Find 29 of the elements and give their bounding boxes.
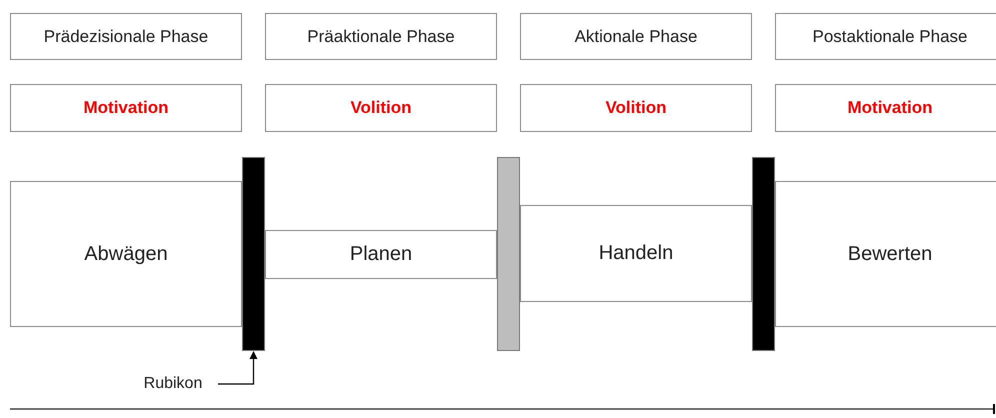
activity-label: Bewerten <box>848 242 932 266</box>
phase-type-label: Motivation <box>848 98 932 118</box>
activity-box <box>265 230 497 279</box>
phase-type-label: Volition <box>350 98 412 118</box>
phase-box <box>10 13 242 60</box>
phase-box <box>775 13 996 60</box>
motivation-box <box>10 84 242 132</box>
phase-type-label: Motivation <box>84 98 168 118</box>
volition-box <box>520 84 752 132</box>
phase-box <box>265 13 497 60</box>
activity-label: Planen <box>350 243 412 266</box>
activity-box <box>520 205 752 302</box>
activity-box <box>775 181 996 327</box>
transition-bar <box>242 157 265 351</box>
volition-box <box>265 84 497 132</box>
phase-title: Prädezisionale Phase <box>44 26 208 46</box>
activity-label: Handeln <box>598 242 674 265</box>
transition-bar <box>497 157 520 351</box>
phase-box <box>520 13 752 60</box>
phase-title: Präaktionale Phase <box>307 26 455 46</box>
activity-label: Abwägen <box>84 242 168 266</box>
rubikon-label: Rubikon <box>144 375 202 393</box>
leader-arrow <box>218 351 258 385</box>
phase-type-label: Volition <box>605 98 667 118</box>
activity-box <box>10 181 242 327</box>
motivation-box <box>775 84 996 132</box>
phase-title: Postaktionale Phase <box>812 26 968 46</box>
phase-title: Aktionale Phase <box>574 26 698 46</box>
transition-bar <box>752 157 775 351</box>
